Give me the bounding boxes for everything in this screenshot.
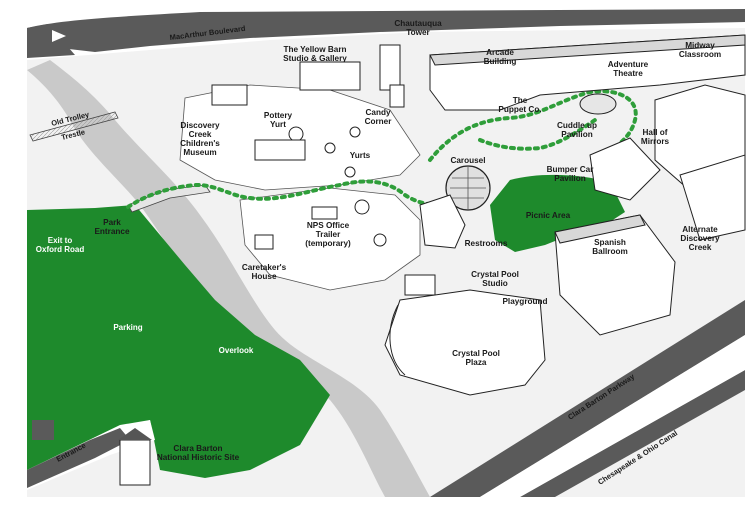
right-building	[679, 154, 746, 241]
ballroom-roof	[554, 214, 646, 244]
macarthur-road	[27, 9, 745, 55]
chautauqua-tower	[379, 44, 401, 91]
yurt-4	[354, 199, 370, 215]
yurt-2	[349, 126, 361, 138]
clara-barton-roof	[118, 428, 152, 440]
nps-trailer	[311, 206, 338, 220]
macarthur-turn	[27, 24, 75, 58]
restrooms-building	[419, 194, 466, 249]
restrooms-label: Restrooms	[465, 239, 508, 248]
path-route-3	[478, 118, 597, 151]
plaza-arc	[389, 304, 406, 376]
parking-label: Parking	[113, 323, 142, 332]
cuddle-up-pavilion	[579, 93, 617, 115]
yellow-barn-building	[299, 61, 361, 91]
ground-central	[239, 187, 421, 291]
caretakers-house	[254, 234, 274, 250]
pottery-yurt	[288, 126, 304, 142]
parking-area	[27, 205, 330, 478]
entrance-road	[27, 428, 130, 488]
path-route-1	[126, 179, 457, 209]
playground-label: Playground	[502, 297, 547, 306]
yurt-1	[324, 142, 336, 154]
clara-barton-house	[119, 439, 151, 486]
bumper-car-pavilion	[589, 137, 661, 201]
discovery-museum	[211, 84, 248, 106]
yurt-3	[344, 166, 356, 178]
candy-corner	[389, 84, 405, 108]
carousel-label: Carousel	[450, 156, 485, 165]
arrow-icon	[52, 30, 66, 42]
overlook-label: Overlook	[219, 346, 254, 355]
crystal-pool-plaza	[384, 289, 546, 396]
canal-bank	[480, 335, 745, 497]
path-route-2	[428, 89, 638, 162]
carousel-stripes	[450, 166, 486, 210]
crystal-pool-studio	[404, 274, 436, 296]
yurt-5	[373, 233, 387, 247]
parkway-road	[430, 300, 745, 497]
arcade-row-roof	[429, 34, 746, 66]
pottery-building	[254, 139, 306, 161]
yurts-label: Yurts	[350, 151, 371, 160]
picnic-area-label: Picnic Area	[526, 211, 571, 220]
creek	[27, 60, 430, 497]
trestle	[29, 111, 119, 142]
booth	[32, 420, 54, 440]
picnic-area	[490, 174, 625, 252]
